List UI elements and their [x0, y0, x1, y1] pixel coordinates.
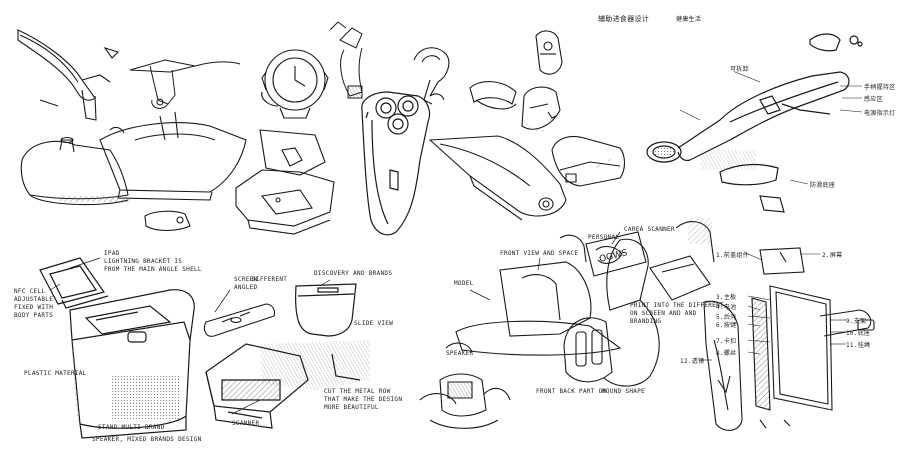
part-label-2: 2.屏幕	[822, 252, 843, 259]
spoon-callouts	[680, 72, 862, 184]
note-lightning: LIGHTNING BRACKET IS	[104, 258, 183, 265]
spoon-note-base: 防滑底座	[810, 182, 836, 189]
note-main-angle: FROM THE MAIN ANGLE SHELL	[104, 266, 202, 273]
note-print-b: ON SCREEN AND AND	[630, 310, 697, 317]
note-speaker-design: SPEAKER, MIXED BRANDS DESIGN	[92, 436, 202, 443]
charger-sketch	[552, 137, 625, 187]
part-label-5: 5.后壳	[716, 314, 737, 321]
spoon-note-detachable: 可拆卸	[730, 66, 749, 73]
spoon-note-sensor: 感应区	[864, 96, 883, 103]
stand-base-sketch	[236, 130, 334, 234]
exploded-leaders	[700, 254, 846, 360]
part-label-4: 4.电池	[716, 304, 737, 311]
mouse-sketch	[522, 31, 562, 131]
note-print-a: PRINT INTO THE DIFFERENT	[630, 302, 724, 309]
note-cut-b: THAT MAKE THE DESIGN	[324, 396, 403, 403]
part-label-8: 8.螺丝	[716, 350, 737, 357]
note-front-view: FRONT VIEW AND SPACE	[500, 250, 579, 257]
part-label-3: 3.主板	[716, 294, 737, 301]
remote-sketch	[204, 304, 274, 336]
note-scanner: SCANNER	[232, 420, 260, 427]
shaver-sketch	[362, 92, 430, 235]
note-front-back: FRONT BACK PART ON	[536, 388, 607, 395]
note-plastic: PLASTIC MATERIAL	[24, 370, 87, 377]
note-round-shape: ROUND SHAPE	[602, 388, 646, 395]
sheet-subtitle: 健康生活	[676, 16, 702, 23]
part-label-1: 1.前盖组件	[716, 252, 750, 259]
spoon-note-power: 电源指示灯	[864, 110, 896, 117]
note-model: MODEL	[454, 280, 474, 287]
note-slide-view: SLIDE VIEW	[354, 320, 394, 327]
note-cut-c: MORE BEAUTIFUL	[324, 404, 379, 411]
note-nfc: NFC CELL	[14, 288, 46, 295]
note-personal: PERSONAL	[588, 234, 620, 241]
part-label-9: 9.支架	[846, 318, 867, 325]
brush-sketch	[330, 22, 362, 98]
earpiece-sketch	[414, 48, 516, 109]
exploded-view-sketch	[704, 248, 874, 430]
note-screen: SCREEN	[234, 276, 258, 283]
note-speaker: SPEAKER	[446, 350, 474, 357]
note-different: DIFFERENT	[252, 276, 288, 283]
pen-sketch	[130, 60, 240, 108]
long-device-sketch	[430, 136, 566, 220]
annotation-leaders	[50, 232, 620, 414]
clock-sketch	[262, 50, 328, 118]
note-ipad: IPAD	[104, 250, 120, 257]
note-stand-brand: STAND MULTI BRAND	[98, 424, 165, 431]
note-print-c: BRANDING	[630, 318, 662, 325]
note-adjustable: ADJUSTABLE	[14, 296, 54, 303]
part-label-6: 6.按键	[716, 322, 737, 329]
part-label-10: 10.底座	[846, 330, 871, 337]
spoon-sketch	[647, 34, 862, 212]
part-label-12: 12.透镜	[680, 358, 705, 365]
note-card-scanner: CAREA SCANNER	[624, 226, 675, 233]
sheet-title: 辅助进食器设计	[598, 15, 650, 23]
part-label-7: 7.卡扣	[716, 338, 737, 345]
model-bust-sketch	[420, 235, 659, 428]
handle-sketch	[18, 30, 118, 120]
spoon-note-grip: 手柄握持区	[864, 84, 896, 91]
note-body-parts: BODY PARTS	[14, 312, 54, 319]
note-fixed: FIXED WITH	[14, 304, 54, 311]
part-label-11: 11.挂绳	[846, 342, 871, 349]
note-angled: ANGLED	[234, 284, 258, 291]
speaker-dock-sketch	[40, 258, 194, 438]
note-cut-a: CUT THE METAL ROW	[324, 388, 391, 395]
note-discovery: DISCOVERY AND BRANDS	[314, 270, 393, 277]
scanner-sketch	[206, 284, 370, 428]
iron-pad-sketch	[21, 112, 246, 231]
